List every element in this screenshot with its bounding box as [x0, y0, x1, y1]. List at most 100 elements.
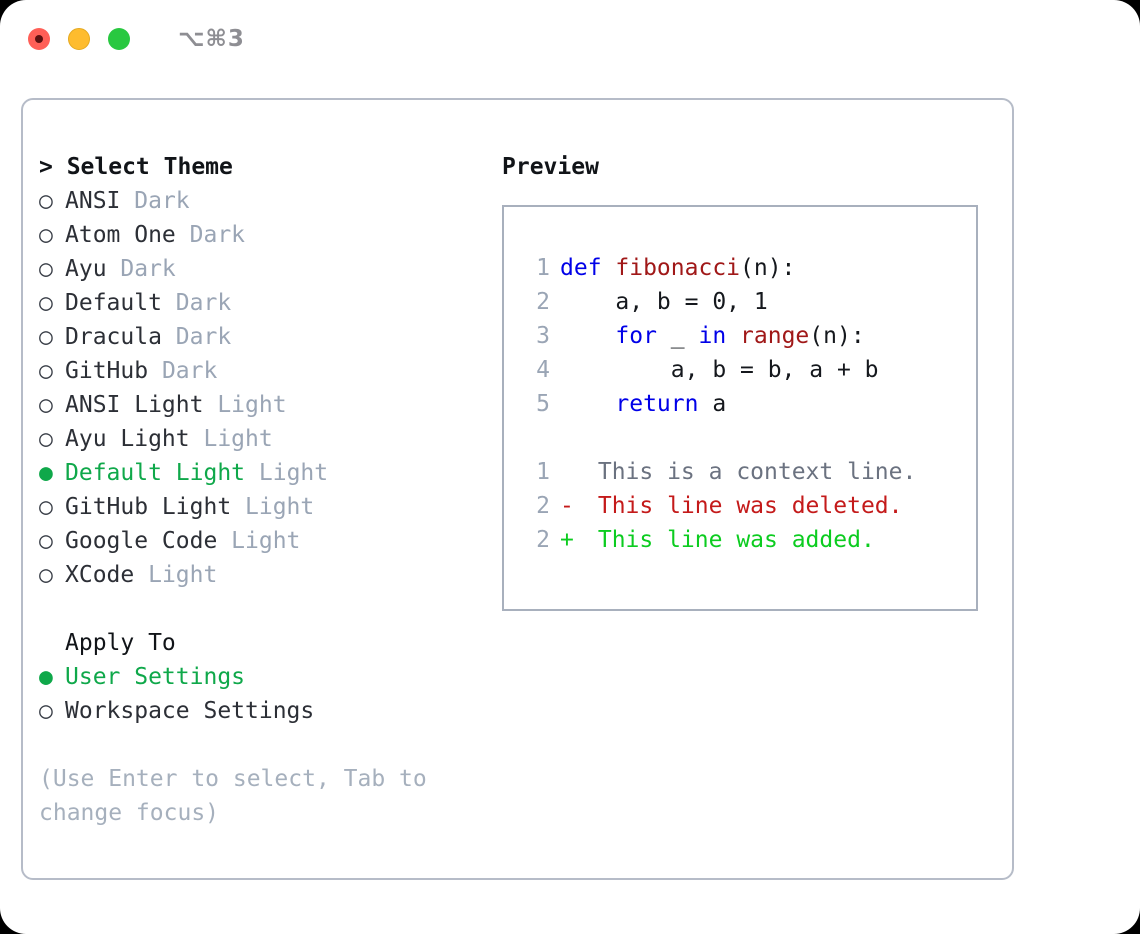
diff-marker-del: - [560, 493, 574, 519]
radio-unselected-icon: ○ [39, 392, 53, 418]
radio-unselected-icon: ○ [39, 494, 53, 520]
diff-text: This line was added. [584, 527, 875, 553]
theme-variant-label: Dark [120, 256, 176, 282]
code-token-plain: a, b = b, a + b [560, 357, 879, 383]
apply-to-list[interactable]: ●User Settings ○ Workspace Settings [39, 660, 509, 728]
code-line-number: 2 [536, 289, 550, 315]
theme-name-label: XCode [65, 562, 149, 588]
apply-to-label: Workspace Settings [65, 698, 315, 724]
theme-variant-label: Dark [134, 188, 190, 214]
code-line-number: 1 [536, 255, 550, 281]
diff-text: This is a context line. [584, 459, 917, 485]
code-line: 1 def fibonacci(n): [522, 251, 976, 285]
hint-line-1: (Use Enter to select, Tab to [39, 766, 427, 792]
keyboard-shortcut-label: ⌥⌘3 [178, 26, 245, 52]
code-token-plain: (n): [809, 323, 865, 349]
diff-marker-ctx [560, 455, 584, 489]
diff-line-add: 2+ This line was added. [522, 523, 976, 557]
theme-variant-label: Dark [175, 324, 232, 350]
code-line-number: 5 [536, 391, 550, 417]
theme-name-label: Atom One [65, 222, 190, 248]
apply-to-row-user-settings[interactable]: ●User Settings [39, 660, 509, 694]
theme-list[interactable]: ○ANSI Dark○Atom One Dark○Ayu Dark○Defaul… [39, 184, 509, 592]
code-token-plain [560, 391, 615, 417]
theme-row-ansi-light[interactable]: ○ ANSI Light Light [39, 388, 509, 422]
theme-row-github-light[interactable]: ○GitHub Light Light [39, 490, 509, 524]
code-token-plain: a, b = 0, 1 [560, 289, 768, 315]
radio-unselected-icon: ○ [39, 324, 53, 350]
select-theme-header: > Select Theme [39, 154, 233, 180]
radio-unselected-icon: ○ [39, 256, 53, 282]
maximize-button-icon[interactable] [108, 28, 130, 50]
apply-to-header: ○Apply To [39, 626, 509, 660]
theme-variant-label: Light [203, 426, 273, 452]
theme-row-ayu[interactable]: ○ Ayu Dark [39, 252, 509, 286]
theme-row-google-code[interactable]: ○ Google Code Light [39, 524, 509, 558]
theme-name-label: Google Code [65, 528, 232, 554]
theme-name-label: Default [65, 290, 176, 316]
theme-row-default[interactable]: ○Default Dark [39, 286, 509, 320]
code-token-fn: fibonacci [615, 255, 741, 281]
theme-name-label: ANSI Light [65, 392, 218, 418]
radio-unselected-icon: ○ [39, 562, 53, 588]
radio-unselected-icon: ○ [39, 188, 53, 214]
radio-unselected-icon: ○ [39, 426, 53, 452]
theme-variant-label: Light [217, 392, 287, 418]
close-button-icon[interactable] [28, 28, 50, 50]
apply-to-header-label: Apply To [65, 630, 176, 656]
spacer [39, 592, 509, 626]
code-token-kw: return [615, 391, 699, 417]
code-line-number: 3 [536, 323, 550, 349]
radio-unselected-icon: ○ [39, 698, 53, 724]
code-token-plain: (n): [740, 255, 796, 281]
code-line: 3 for _ in range(n): [522, 319, 976, 353]
preview-gap [522, 421, 976, 455]
theme-variant-label: Light [231, 528, 301, 554]
diff-text: This line was deleted. [584, 493, 903, 519]
theme-name-label: Default Light [65, 460, 259, 486]
theme-row-default-light[interactable]: ● Default Light Light [39, 456, 509, 490]
radio-unselected-icon: ○ [39, 222, 53, 248]
theme-row-ansi[interactable]: ○ ANSI Dark [39, 184, 509, 218]
minimize-button-icon[interactable] [68, 28, 90, 50]
code-line: 5 return a [522, 387, 976, 421]
theme-variant-label: Dark [161, 358, 218, 384]
code-token-kw: def [560, 255, 616, 281]
code-line: 2 a, b = 0, 1 [522, 285, 976, 319]
theme-variant-label: Light [148, 562, 218, 588]
radio-selected-icon: ● [39, 664, 53, 690]
theme-row-xcode[interactable]: ○ XCode Light [39, 558, 509, 592]
theme-row-ayu-light[interactable]: ○ Ayu Light Light [39, 422, 509, 456]
radio-unselected-icon: ○ [39, 358, 53, 384]
theme-name-label: Ayu [65, 256, 121, 282]
radio-unselected-icon: ○ [39, 528, 53, 554]
code-token-plain: a [698, 391, 727, 417]
code-line: 4 a, b = b, a + b [522, 353, 976, 387]
diff-line-ctx: 1 This is a context line. [522, 455, 976, 489]
apply-to-header-indent: ○ [39, 626, 65, 660]
diff-line-number: 2 [536, 493, 550, 519]
diff-line-number: 1 [536, 459, 550, 485]
theme-row-atom-one[interactable]: ○Atom One Dark [39, 218, 509, 252]
diff-line-del: 2- This line was deleted. [522, 489, 976, 523]
theme-variant-label: Light [258, 460, 329, 486]
radio-selected-icon: ● [39, 460, 53, 486]
apply-to-row-workspace-settings[interactable]: ○ Workspace Settings [39, 694, 509, 728]
theme-name-label: ANSI [65, 188, 135, 214]
theme-row-dracula[interactable]: ○Dracula Dark [39, 320, 509, 354]
close-inner-dot-icon [35, 35, 43, 43]
code-token-plain: _ [656, 323, 699, 349]
diff-line-number: 2 [536, 527, 550, 553]
theme-name-label: Ayu Light [65, 426, 204, 452]
theme-row-github[interactable]: ○GitHub Dark [39, 354, 509, 388]
theme-list-column: > Select Theme ○ANSI Dark○Atom One Dark○… [39, 150, 509, 830]
diff-sample: 1 This is a context line.2- This line wa… [522, 455, 976, 557]
code-token-kw: in [698, 323, 741, 349]
theme-variant-label: Light [245, 494, 315, 520]
code-line-number: 4 [536, 357, 550, 383]
code-token-kw: for [615, 323, 657, 349]
